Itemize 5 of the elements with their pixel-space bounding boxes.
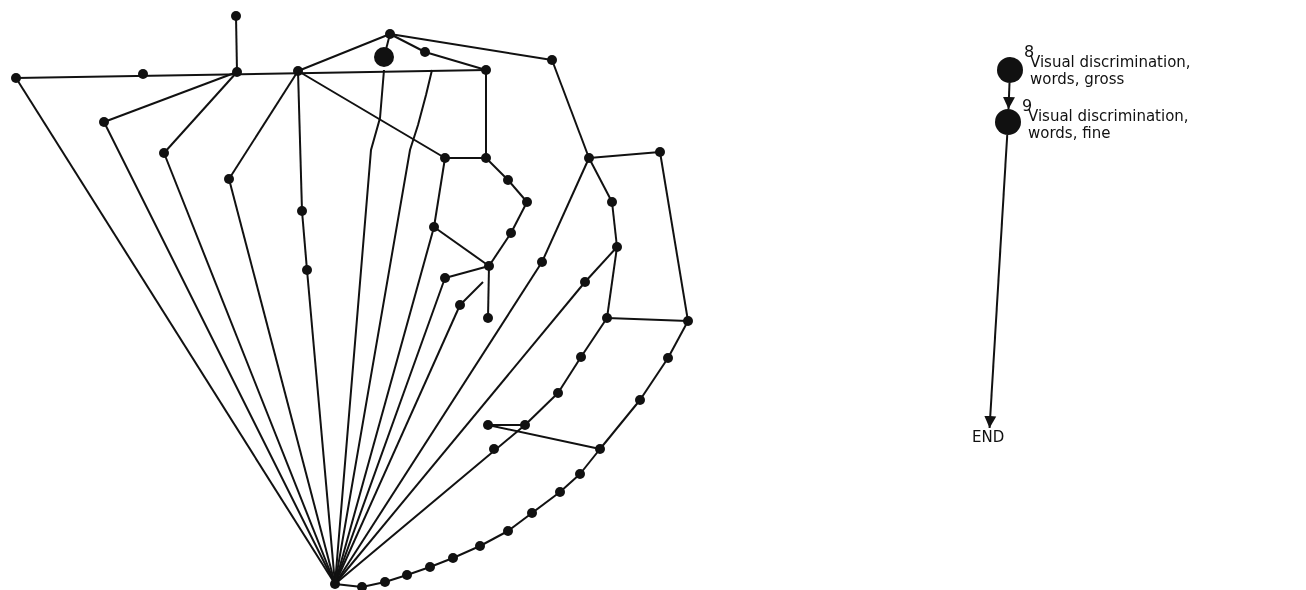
arrow	[984, 134, 1009, 429]
node-dot	[995, 109, 1021, 135]
arrow	[1002, 82, 1015, 110]
node-dot	[997, 57, 1023, 83]
end-label: END	[972, 428, 1005, 446]
